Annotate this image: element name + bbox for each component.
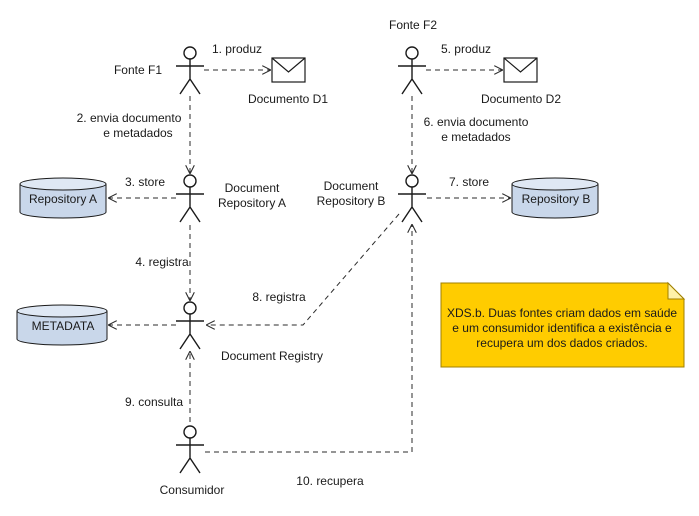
label-doc-d1: Documento D1 <box>248 92 328 106</box>
label-edge-6b: e metadados <box>441 130 510 144</box>
label-repo-b-2: Repository B <box>317 194 386 208</box>
label-doc-d2: Documento D2 <box>481 92 561 106</box>
label-edge-4: 4. registra <box>135 255 189 269</box>
label-db-repository-a: Repository A <box>29 192 97 206</box>
label-edge-9: 9. consulta <box>125 395 183 409</box>
database-repository-a <box>19 177 107 219</box>
label-db-metadata: METADATA <box>32 319 95 333</box>
database-repository-b <box>511 177 599 219</box>
label-edge-2a: 2. envia documento <box>77 111 182 125</box>
database-metadata <box>16 304 108 346</box>
label-registry: Document Registry <box>221 349 323 363</box>
label-edge-3: 3. store <box>125 175 165 189</box>
label-edge-10: 10. recupera <box>296 474 364 488</box>
label-edge-7: 7. store <box>449 175 489 189</box>
label-fonte-f2: Fonte F2 <box>389 18 437 32</box>
note <box>440 281 686 368</box>
label-repo-a-1: Document <box>225 181 280 195</box>
note-line-3: recupera um dos dados criados. <box>476 336 647 350</box>
actor-repository-a <box>176 174 204 223</box>
label-edge-8: 8. registra <box>252 290 306 304</box>
note-line-2: e um consumidor identifica a existência … <box>452 321 672 335</box>
label-db-repository-b: Repository B <box>522 192 591 206</box>
label-repo-b-1: Document <box>324 179 379 193</box>
label-repo-a-2: Repository A <box>218 196 286 210</box>
actor-fonte-f1 <box>176 46 204 95</box>
label-edge-2b: e metadados <box>103 126 172 140</box>
label-edge-6a: 6. envia documento <box>424 115 529 129</box>
edge-recupera <box>205 225 412 453</box>
label-consumidor: Consumidor <box>160 483 225 497</box>
actor-registry <box>176 301 204 350</box>
label-edge-1: 1. produz <box>212 42 262 56</box>
note-line-1: XDS.b. Duas fontes criam dados em saúde <box>447 306 677 320</box>
actor-repository-b <box>398 174 426 223</box>
actor-fonte-f2 <box>398 46 426 95</box>
document-d2-icon <box>503 57 538 83</box>
edge-registra-b <box>207 213 400 325</box>
label-edge-5: 5. produz <box>441 42 491 56</box>
label-fonte-f1: Fonte F1 <box>114 63 162 77</box>
document-d1-icon <box>271 57 306 83</box>
actor-consumidor <box>176 425 204 474</box>
